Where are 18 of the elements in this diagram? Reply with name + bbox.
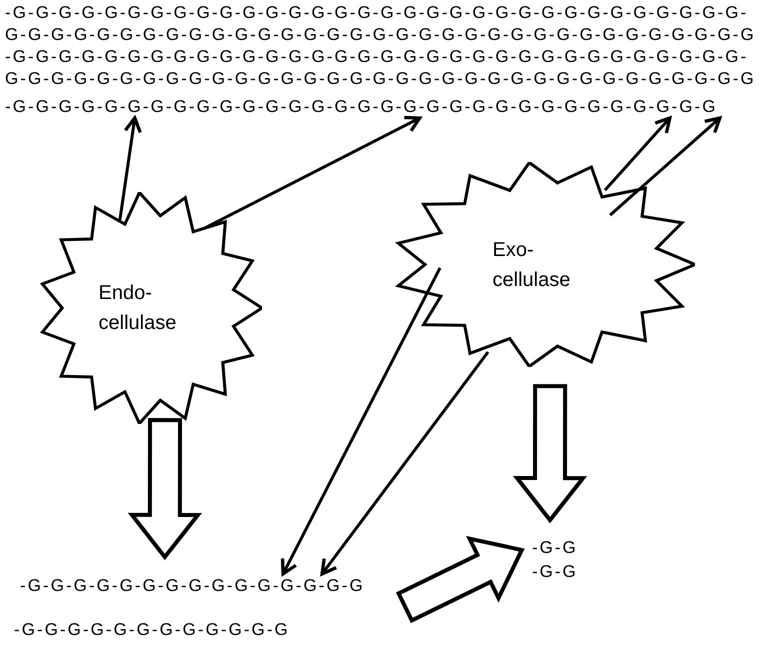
hollow-block-arrow (396, 536, 525, 624)
glucose-chain-text: -G-G (532, 537, 578, 559)
glucose-chain-text: G-G-G-G-G-G-G-G-G-G-G-G-G-G-G-G-G-G-G-G-G-G-G-G-G-G-G-G-G-G-G-G-G (5, 24, 756, 46)
arrow (320, 351, 490, 576)
hollow-block-arrow (128, 418, 202, 560)
arrow (204, 116, 422, 230)
arrow (280, 267, 442, 576)
glucose-chain-text: G-G-G-G-G-G-G-G-G-G-G-G-G-G-G-G-G-G-G-G-G-G-G-G-G-G-G-G-G-G-G-G-G (5, 68, 756, 90)
glucose-chain-text: -G-G (532, 561, 578, 583)
enzyme-label: Endo- cellulase (98, 281, 178, 336)
hollow-block-arrow (512, 384, 588, 524)
glucose-chain-text: -G-G-G-G-G-G-G-G-G-G-G-G (14, 619, 290, 641)
glucose-chain-text: -G-G-G-G-G-G-G-G-G-G-G-G-G-G-G (20, 575, 365, 597)
glucose-chain-text: -G-G-G-G-G-G-G-G-G-G-G-G-G-G-G-G-G-G-G-G-G-G-G-G-G-G-G-G-G-G-G-G- (5, 2, 748, 24)
enzyme-label: Exo- cellulase (492, 238, 572, 292)
glucose-chain-text: -G-G-G-G-G-G-G-G-G-G-G-G-G-G-G-G-G-G-G-G-G-G-G-G-G-G-G-G-G-G-G-G- (5, 46, 748, 68)
glucose-chain-text: -G-G-G-G-G-G-G-G-G-G-G-G-G-G-G-G-G-G-G-G-G-G-G-G-G-G-G-G-G-G-G (5, 96, 718, 118)
arrow (609, 116, 722, 216)
